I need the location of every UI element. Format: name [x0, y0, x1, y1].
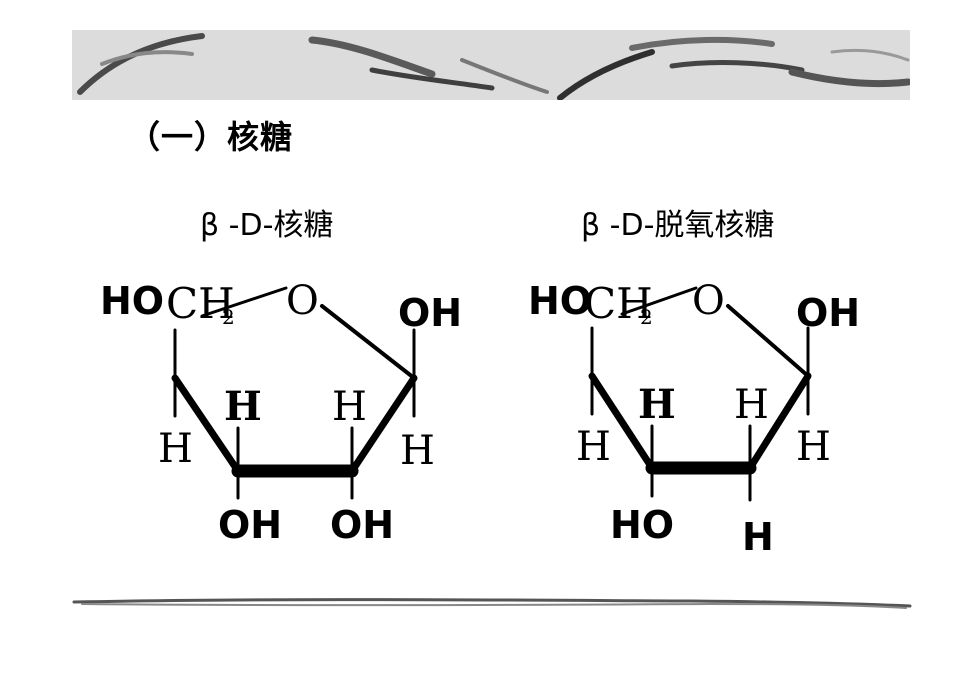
bottom-right-label: H — [742, 515, 774, 559]
ch-label: CH — [584, 279, 653, 328]
bottom-left-label: HO — [610, 503, 674, 547]
h-right-label: H — [796, 424, 831, 470]
ring-oxygen-label: O — [286, 278, 319, 324]
deoxyribose-title: β -D-脱氧核糖 — [581, 208, 775, 243]
ch-label: CH — [166, 279, 235, 328]
bottom-right-label: OH — [330, 503, 394, 547]
deoxyribose-structure: HO CH 2 O OH H H H H HO H — [512, 268, 892, 568]
oh-top-label: OH — [796, 291, 860, 335]
ho-label: HO — [100, 279, 164, 323]
decorative-banner — [72, 30, 912, 101]
section-heading: （一）核糖 — [128, 118, 294, 156]
h-inner-left-label: H — [224, 383, 262, 430]
h-inner-right-label: H — [332, 384, 367, 430]
bottom-left-label: OH — [218, 503, 282, 547]
h-left-label: H — [576, 424, 611, 470]
ribose-structure: HO CH 2 O OH H H H H OH OH — [90, 268, 470, 568]
ring-oxygen-label: O — [692, 278, 725, 324]
ho-label: HO — [528, 279, 592, 323]
subscript-label: 2 — [640, 305, 653, 329]
decorative-bottom-rule — [72, 594, 912, 612]
h-right-label: H — [400, 428, 435, 474]
h-left-label: H — [158, 426, 193, 472]
ribose-title: β -D-核糖 — [200, 208, 334, 243]
subscript-label: 2 — [222, 305, 235, 329]
h-inner-right-label: H — [734, 382, 769, 428]
h-inner-left-label: H — [638, 381, 676, 428]
oh-top-label: OH — [398, 291, 462, 335]
